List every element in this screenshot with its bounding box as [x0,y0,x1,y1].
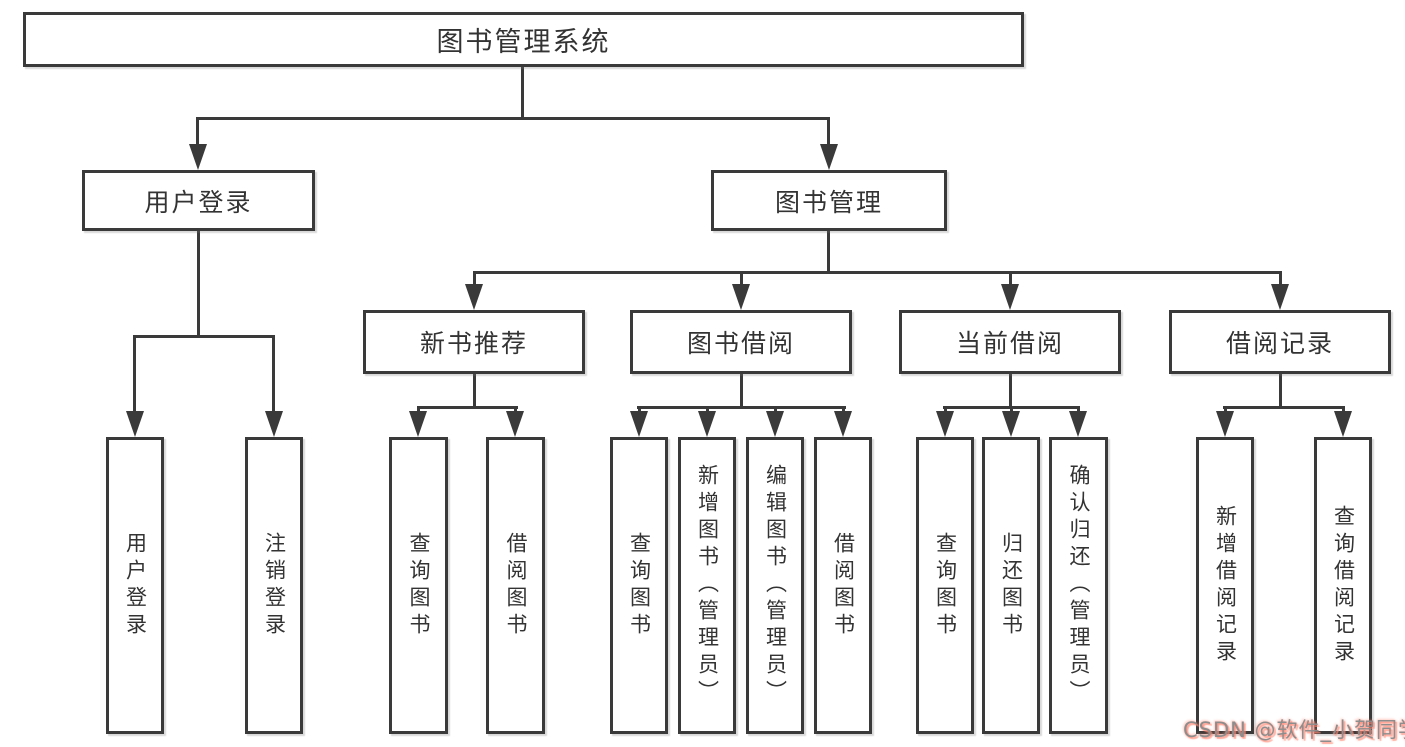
connector-drop [272,337,275,413]
connector-drop [842,408,845,413]
connector-drop [196,119,199,146]
arrowhead-down-icon [409,411,427,437]
leaf-label: 归还图书 [999,531,1024,640]
node-book-borrow: 图书借阅 [630,310,852,374]
connector-borrow-records-bus [1223,406,1345,409]
connector-drop [638,408,641,413]
connector-drop [1077,408,1080,413]
node-root-system: 图书管理系统 [23,12,1024,67]
leaf-query-borrow-record: 查询借阅记录 [1314,437,1372,734]
connector-user-login-bus [133,335,275,338]
connector-drop [473,273,476,286]
arrowhead-down-icon [465,284,483,310]
arrowhead-down-icon [834,411,852,437]
arrowhead-down-icon [1001,284,1019,310]
connector-drop [514,408,517,413]
leaf-label: 新增图书（管理员） [695,464,720,707]
arrowhead-down-icon [1002,411,1020,437]
arrowhead-down-icon [506,411,524,437]
connector-drop [827,119,830,146]
connector-drop [1342,408,1345,413]
arrowhead-down-icon [766,411,784,437]
leaf-query-books-current: 查询图书 [916,437,974,734]
connector-new-book-stem [473,374,476,408]
connector-drop [133,337,136,413]
node-user-login: 用户登录 [82,170,315,231]
connector-borrow-records-stem [1279,374,1282,408]
arrowhead-down-icon [936,411,954,437]
arrowhead-down-icon [265,411,283,437]
leaf-label: 编辑图书（管理员） [763,464,788,707]
connector-drop [1279,273,1282,286]
arrowhead-down-icon [698,411,716,437]
leaf-confirm-return-admin: 确认归还（管理员） [1049,437,1108,734]
connector-level2-bus [196,117,830,120]
leaf-query-books-recommend: 查询图书 [389,437,448,734]
leaf-borrow-books: 借阅图书 [814,437,872,734]
leaf-return-books: 归还图书 [982,437,1040,734]
arrowhead-down-icon [126,411,144,437]
arrowhead-down-icon [189,144,207,170]
leaf-add-books-admin: 新增图书（管理员） [678,437,736,734]
connector-book-borrow-stem [740,374,743,408]
watermark: CSDN @软件_小贺同学 [1183,718,1405,742]
arrowhead-down-icon [820,144,838,170]
leaf-label: 查询图书 [627,531,652,640]
connector-current-borrow-stem [1009,374,1012,408]
connector-drop [706,408,709,413]
node-current-borrow: 当前借阅 [899,310,1121,374]
connector-current-borrow-bus [943,406,1080,409]
connector-drop [1009,273,1012,286]
leaf-add-borrow-record: 新增借阅记录 [1196,437,1254,734]
connector-book-mgmt-stem [827,231,830,274]
leaf-logout: 注销登录 [245,437,303,734]
leaf-query-books-borrow: 查询图书 [610,437,668,734]
leaf-label: 查询图书 [407,531,431,640]
node-new-book-recommend: 新书推荐 [363,310,585,374]
connector-drop [417,408,420,413]
leaf-label: 借阅图书 [504,531,528,640]
arrowhead-down-icon [630,411,648,437]
leaf-label: 确认归还（管理员） [1067,464,1091,707]
connector-drop [1010,408,1013,413]
leaf-label: 新增借阅记录 [1213,504,1238,667]
leaf-user-login: 用户登录 [106,437,164,734]
node-book-management: 图书管理 [711,170,947,231]
connector-user-login-stem [197,231,200,337]
connector-drop [1224,408,1227,413]
leaf-label: 注销登录 [262,531,287,640]
arrowhead-down-icon [732,284,750,310]
arrowhead-down-icon [1216,411,1234,437]
arrowhead-down-icon [1069,411,1087,437]
leaf-borrow-books-recommend: 借阅图书 [486,437,545,734]
leaf-edit-books-admin: 编辑图书（管理员） [746,437,804,734]
arrowhead-down-icon [1334,411,1352,437]
leaf-label: 查询借阅记录 [1331,504,1356,667]
leaf-label: 借阅图书 [831,531,856,640]
leaf-label: 查询图书 [933,531,958,640]
connector-drop [774,408,777,413]
connector-new-book-bus [417,406,518,409]
connector-book-borrow-bus [637,406,846,409]
connector-level3-bus [473,271,1282,274]
arrowhead-down-icon [1271,284,1289,310]
connector-drop [740,273,743,286]
connector-root-stem [521,67,524,118]
node-borrow-records: 借阅记录 [1169,310,1391,374]
connector-drop [944,408,947,413]
leaf-label: 用户登录 [123,531,148,640]
